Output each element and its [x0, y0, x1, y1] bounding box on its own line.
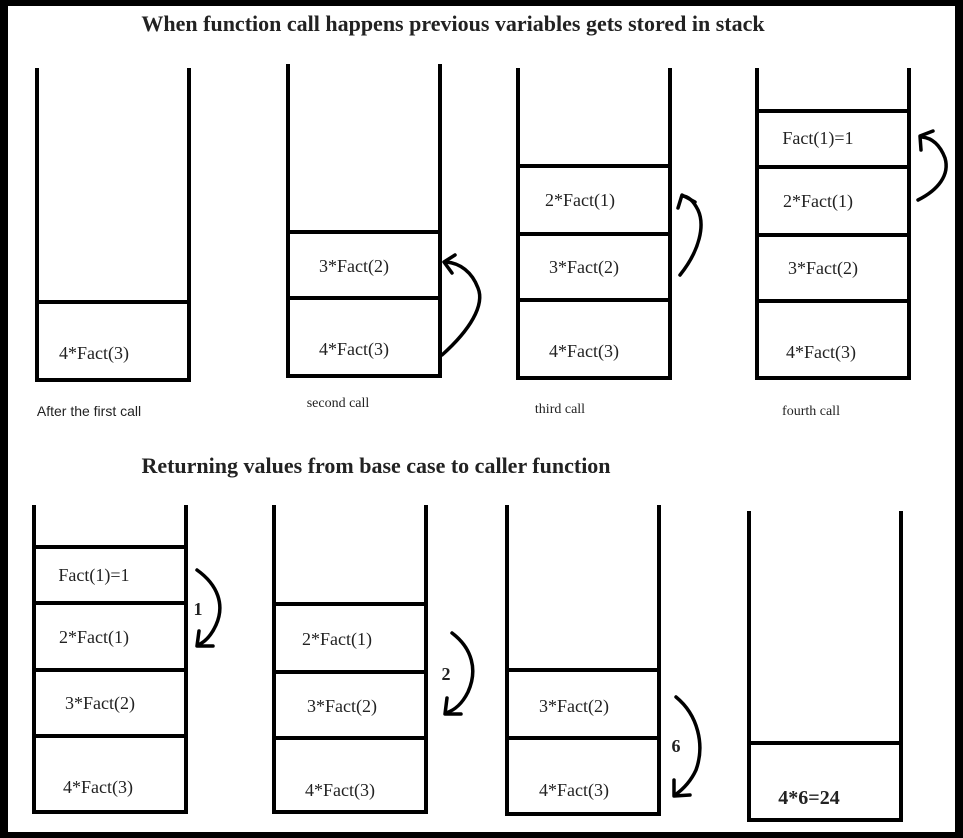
- stack-cell: 3*Fact(2): [307, 696, 377, 717]
- push-arrowhead: [442, 253, 457, 275]
- stack-cell: Fact(1)=1: [782, 128, 853, 149]
- stack-cell: 2*Fact(1): [59, 627, 129, 648]
- return-value-label: 2: [442, 664, 451, 684]
- bottom-stack-3: 3*Fact(2) 4*Fact(3) 6: [505, 505, 702, 816]
- stack-caption: fourth call: [782, 404, 840, 419]
- return-value-label: 1: [194, 599, 203, 619]
- return-arrow: [444, 631, 475, 715]
- return-arrowhead: [443, 696, 463, 716]
- return-arrow: [673, 695, 702, 797]
- return-arrow: [195, 568, 222, 647]
- stack-walls: [272, 505, 428, 814]
- bottom-stack-2: 2*Fact(1) 3*Fact(2) 4*Fact(3) 2: [272, 505, 475, 814]
- stack-cell: 4*Fact(3): [319, 339, 389, 360]
- stack-walls: [747, 511, 903, 822]
- stack-walls: [35, 68, 191, 382]
- top-stack-2: 3*Fact(2) 4*Fact(3) second call: [286, 64, 482, 411]
- stack-cell: 3*Fact(2): [539, 696, 609, 717]
- stack-cell: 3*Fact(2): [319, 256, 389, 277]
- push-arrow: [440, 260, 482, 357]
- top-stack-3: 2*Fact(1) 3*Fact(2) 4*Fact(3) third call: [516, 68, 703, 417]
- stack-cell: 2*Fact(1): [545, 190, 615, 211]
- stack-caption: second call: [307, 396, 370, 411]
- top-stack-1: 4*Fact(3) After the first call: [35, 68, 191, 419]
- final-result: 4*6=24: [778, 787, 839, 809]
- push-arrowhead: [676, 193, 697, 210]
- return-arrowhead: [672, 778, 692, 798]
- stack-walls: [286, 64, 442, 378]
- stack-cell: 4*Fact(3): [539, 780, 609, 801]
- return-value-label: 6: [672, 736, 681, 756]
- stack-cell: Fact(1)=1: [58, 565, 129, 586]
- diagram-background: [8, 6, 955, 832]
- return-arrowhead: [195, 629, 215, 648]
- bottom-stack-1: Fact(1)=1 2*Fact(1) 3*Fact(2) 4*Fact(3) …: [32, 505, 222, 814]
- stack-walls: [505, 505, 661, 816]
- stack-caption: After the first call: [37, 403, 141, 419]
- stack-cell: 2*Fact(1): [302, 629, 372, 650]
- stack-cell: 3*Fact(2): [65, 693, 135, 714]
- stack-cell: 4*Fact(3): [305, 780, 375, 801]
- stack-cell: 4*Fact(3): [59, 343, 129, 364]
- stack-cell: 4*Fact(3): [63, 777, 133, 798]
- stack-walls: [755, 68, 911, 380]
- stack-cell: 2*Fact(1): [783, 191, 853, 212]
- stack-walls: [32, 505, 188, 814]
- top-title: When function call happens previous vari…: [141, 11, 765, 36]
- bottom-title: Returning values from base case to calle…: [141, 453, 610, 478]
- push-arrow: [916, 135, 948, 202]
- stack-caption: third call: [535, 402, 585, 417]
- stack-cell: 4*Fact(3): [549, 341, 619, 362]
- bottom-stack-4: 4*6=24: [747, 511, 903, 822]
- stack-walls: [516, 68, 672, 380]
- stack-cell: 3*Fact(2): [549, 257, 619, 278]
- push-arrowhead: [918, 129, 935, 152]
- stack-cell: 4*Fact(3): [786, 342, 856, 363]
- stack-cell: 3*Fact(2): [788, 258, 858, 279]
- top-stack-4: Fact(1)=1 2*Fact(1) 3*Fact(2) 4*Fact(3) …: [755, 68, 948, 419]
